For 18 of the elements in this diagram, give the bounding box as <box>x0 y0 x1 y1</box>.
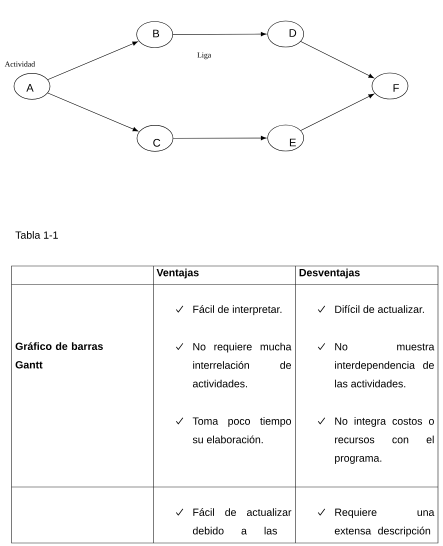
arrow <box>48 41 138 80</box>
arrow <box>300 41 374 78</box>
list-item: Fácil de interpretar. <box>193 305 282 316</box>
table-caption: Tabla 1-1 <box>15 231 58 239</box>
list-item: Requiere una extensa descripción <box>334 508 434 537</box>
arrow <box>48 92 138 132</box>
list-item: No integra costos o recursos con el programa. <box>335 417 434 464</box>
column-header: Desventajas <box>300 268 360 278</box>
list-item: No muestra interdependencia de las actividades. <box>335 343 434 388</box>
list-item: Toma poco tiempo su elaboración. <box>192 417 292 444</box>
column-header: Ventajas <box>156 268 199 278</box>
row-header: Gráfico de barras Gantt <box>16 342 103 368</box>
arrow <box>173 136 266 140</box>
arrow <box>172 32 266 36</box>
list-item: No requiere mucha interrelación de actividades. <box>192 342 292 388</box>
arrow <box>300 94 374 131</box>
list-item: Difícil de actualizar. <box>335 305 424 314</box>
list-item: Fácil de actualizar debido a las <box>192 508 292 534</box>
